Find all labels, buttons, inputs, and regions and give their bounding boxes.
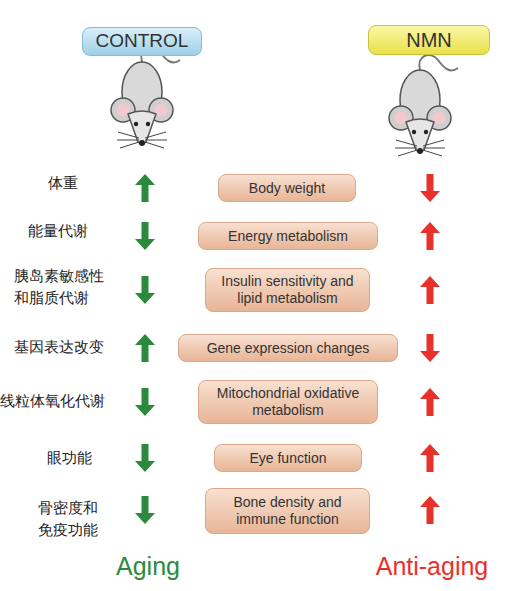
row-label-zh: 胰岛素敏感性 和脂质代谢 (14, 266, 110, 310)
row-label-zh: 基因表达改变 (14, 337, 114, 359)
down-arrow (135, 222, 155, 250)
group-header: CONTROL (82, 27, 202, 56)
node-text: Gene expression changes (207, 340, 370, 357)
process-box: Eye function (214, 444, 362, 472)
row-label-zh: 体重 (48, 173, 108, 195)
down-arrow (135, 444, 155, 472)
group-header: NMN (368, 25, 490, 55)
process-box: Mitochondrial oxidative metabolism (198, 380, 378, 424)
node-text: Bone density and immune function (221, 494, 354, 528)
process-box: Body weight (218, 174, 356, 202)
up-arrow (135, 334, 155, 362)
row-label-zh: 骨密度和 免疫功能 (38, 498, 104, 542)
down-arrow (420, 174, 440, 202)
up-arrow (420, 444, 440, 472)
up-arrow (135, 174, 155, 202)
node-text: CONTROL (96, 30, 189, 53)
node-text: Insulin sensitivity and lipid metabolism (218, 273, 357, 307)
nmn-mouse (389, 55, 458, 156)
node-text: Body weight (249, 180, 325, 197)
down-arrow (135, 496, 155, 524)
process-box: Gene expression changes (178, 334, 398, 362)
column-footer: Aging (98, 548, 198, 584)
node-text: NMN (406, 28, 452, 52)
node-text: Mitochondrial oxidative metabolism (214, 385, 362, 419)
process-box: Bone density and immune function (205, 488, 370, 534)
node-text: Eye function (249, 450, 326, 467)
aging-arrows (135, 174, 155, 524)
up-arrow (420, 276, 440, 304)
down-arrow (135, 276, 155, 304)
node-text: Energy metabolism (228, 228, 348, 245)
row-label-zh: 能量代谢 (28, 221, 108, 243)
control-mouse (111, 47, 180, 148)
down-arrow (135, 388, 155, 416)
up-arrow (420, 496, 440, 524)
process-box: Energy metabolism (198, 222, 378, 250)
down-arrow (420, 334, 440, 362)
anti-aging-arrows (420, 174, 440, 524)
column-footer: Anti-aging (352, 548, 512, 584)
row-label-zh: 眼功能 (47, 448, 107, 470)
up-arrow (420, 222, 440, 250)
row-label-zh: 线粒体氧化代谢 (0, 391, 112, 413)
process-box: Insulin sensitivity and lipid metabolism (205, 268, 370, 312)
up-arrow (420, 388, 440, 416)
